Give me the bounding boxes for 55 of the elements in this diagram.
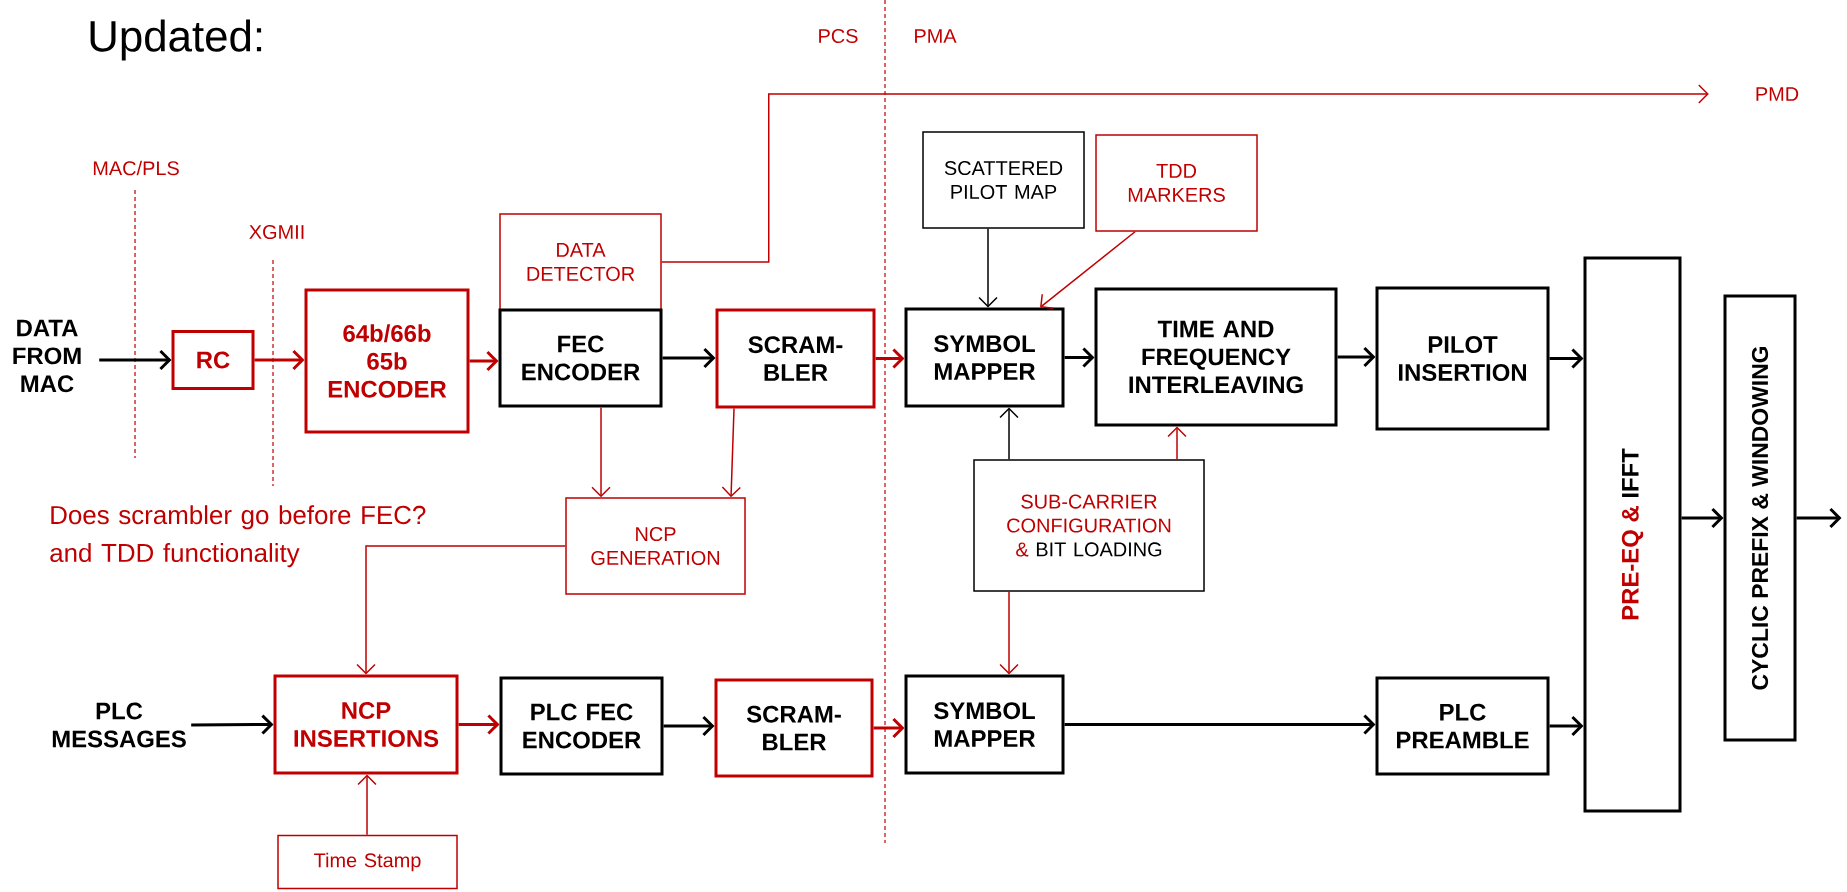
arrow: [662, 347, 716, 369]
process-box: SCRAM- BLER: [715, 308, 876, 409]
process-box: PLC PREAMBLE: [1375, 676, 1550, 776]
arrow: [873, 717, 905, 739]
process-box: 64b/66b 65b ENCODER: [304, 288, 470, 434]
process-box: DATA DETECTOR: [499, 213, 662, 311]
process-box: NCP INSERTIONS: [273, 674, 459, 775]
layer-label: PCS: [819, 28, 858, 44]
arrow: [1167, 426, 1187, 460]
layer-label: XGMII: [249, 224, 304, 240]
arrow: [875, 348, 905, 369]
process-box: RC: [171, 330, 255, 390]
arrow: [356, 545, 566, 675]
arrow: [721, 407, 742, 498]
process-box: SYMBOL MAPPER: [904, 674, 1065, 775]
arrow: [999, 591, 1019, 675]
process-box: PRE-EQ & IFFT: [1583, 256, 1682, 813]
process-box: NCP GENERATION: [565, 497, 746, 595]
arrow: [1549, 715, 1584, 737]
process-box: PILOT INSERTION: [1375, 286, 1550, 431]
arrow: [469, 350, 499, 372]
arrow: [458, 714, 500, 735]
arrow: [663, 715, 715, 737]
arrow: [978, 228, 998, 308]
process-box: SUB-CARRIER CONFIGURATION & BIT LOADING: [973, 459, 1205, 592]
output-arrow: [1796, 507, 1842, 529]
heading: Updated:: [90, 19, 262, 61]
process-box: TIME AND FREQUENCY INTERLEAVING: [1094, 287, 1338, 427]
text-label: PLC MESSAGES: [52, 702, 186, 748]
layer-label: MAC/PLS: [93, 160, 179, 176]
note-text: Does scrambler go before FEC? and TDD functionality: [50, 505, 426, 568]
process-box: FEC ENCODER: [498, 308, 663, 408]
arrow: [1064, 714, 1376, 735]
process-box: PLC FEC ENCODER: [499, 676, 664, 776]
arrow: [1337, 346, 1376, 368]
process-box: CYCLIC PREFIX & WINDOWING: [1723, 294, 1797, 742]
text-label: PMD: [1756, 87, 1799, 101]
arrow: [357, 774, 377, 836]
arrow: [254, 349, 305, 371]
process-box: SCRAM- BLER: [714, 678, 874, 778]
arrow: [1040, 231, 1136, 309]
arrow: [661, 84, 1709, 263]
layer-label: PMA: [915, 29, 957, 43]
arrow: [591, 406, 611, 498]
text-label: DATA FROM MAC: [13, 319, 81, 393]
arrow: [1064, 347, 1095, 368]
process-box: Time Stamp: [277, 834, 458, 890]
arrow: [99, 349, 172, 371]
process-box: TDD MARKERS: [1095, 134, 1258, 232]
process-box: SCATTERED PILOT MAP: [922, 131, 1085, 229]
arrow: [191, 714, 274, 735]
arrow: [1681, 507, 1724, 529]
arrow: [999, 407, 1019, 460]
process-box: SYMBOL MAPPER: [904, 307, 1065, 408]
arrow: [1549, 348, 1584, 369]
